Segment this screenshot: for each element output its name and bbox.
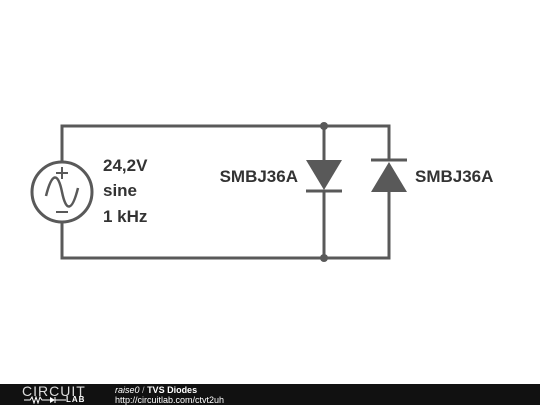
source-frequency-label: 1 kHz	[103, 207, 147, 226]
schematic-canvas: 24,2V sine 1 kHz SMBJ36A SMBJ36A	[30, 122, 493, 262]
wires	[60, 124, 391, 260]
circuit-title[interactable]: TVS Diodes	[147, 385, 198, 395]
diode2-part-label: SMBJ36A	[415, 167, 493, 186]
circuit-url-link[interactable]: http://circuitlab.com/ctvt2uh	[115, 395, 225, 405]
logo-text-circuit: CIRCUIT	[22, 383, 86, 399]
circuit-url-line: http://circuitlab.com/ctvt2uh	[115, 395, 224, 405]
tvs-diode-1[interactable]	[306, 160, 342, 193]
junction-dot-top	[320, 122, 328, 130]
resistor-diode-logo-icon	[24, 396, 66, 404]
sine-wave-icon	[44, 176, 80, 208]
diode1-part-label: SMBJ36A	[220, 167, 298, 186]
logo-text-lab: LAB	[66, 395, 86, 404]
diode1-triangle	[306, 160, 342, 190]
source-amplitude-label: 24,2V	[103, 156, 148, 175]
footer-bar: CIRCUIT LAB raise0 / TVS Diodes http://c…	[0, 383, 540, 405]
circuit-title-line: raise0 / TVS Diodes	[115, 385, 224, 395]
source-waveform-label: sine	[103, 181, 137, 200]
tvs-diode-2[interactable]	[371, 158, 407, 192]
circuit-meta: raise0 / TVS Diodes http://circuitlab.co…	[115, 385, 224, 405]
circuitlab-logo[interactable]: CIRCUIT LAB	[22, 383, 94, 405]
ac-voltage-source[interactable]	[30, 160, 94, 224]
author-name[interactable]: raise0	[115, 385, 140, 395]
diode2-triangle	[371, 162, 407, 192]
title-separator: /	[142, 385, 145, 395]
junction-dot-bottom	[320, 254, 328, 262]
